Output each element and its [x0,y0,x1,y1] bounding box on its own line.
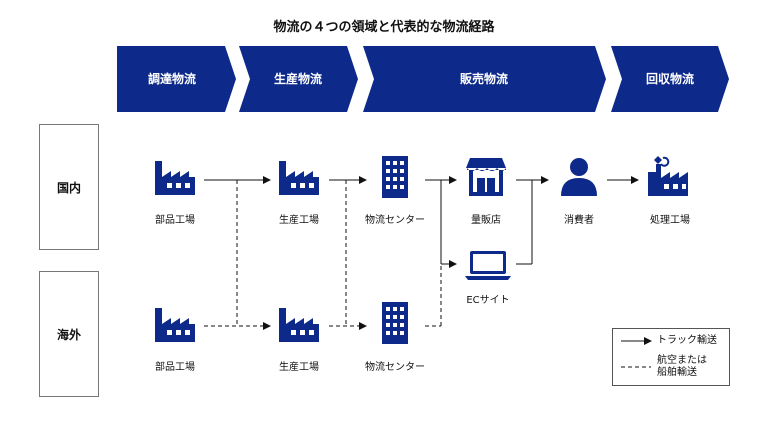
recycling-factory-icon [648,156,688,196]
node-label-production-factory-domestic: 生産工場 [279,215,319,226]
legend-air-ship-label-line2: 船舶輸送 [657,367,697,378]
node-label-logistics-center-overseas: 物流センター [365,362,425,373]
phase-recovery: 回収物流 [645,72,694,86]
legend-line-samples [621,337,652,368]
legend-air-ship-label-line1: 航空または [657,355,707,366]
node-label-parts-factory-overseas: 部品工場 [155,362,195,373]
legend-truck-label: トラック輸送 [657,335,717,346]
phase-production: 生産物流 [273,72,322,86]
node-label-production-factory-overseas: 生産工場 [279,362,319,373]
phase-chevron-recovery [611,46,729,112]
node-label-consumer: 消費者 [564,215,594,226]
phase-sales: 販売物流 [459,72,508,86]
office-building-icon [382,156,408,198]
phase-chevron-procurement [117,46,236,112]
factory-icon [155,308,195,342]
phase-procurement: 調達物流 [147,72,196,86]
legend: トラック輸送 航空または 船舶輸送 [612,328,730,386]
factory-icon [155,161,195,195]
node-label-disposal-factory: 処理工場 [650,215,690,226]
phase-chevron-production [239,46,358,112]
factory-icon [279,161,319,195]
diagram-title: 物流の４つの領域と代表的な物流経路 [273,20,495,35]
node-label-logistics-center-domestic: 物流センター [365,215,425,226]
row-domestic: 国内 [39,124,99,250]
factory-icon [279,308,319,342]
row-overseas: 海外 [39,271,99,397]
phase-chevron-sales [363,46,606,112]
laptop-icon [465,251,511,280]
office-building-icon [382,302,408,344]
node-label-parts-factory-domestic: 部品工場 [155,215,195,226]
person-icon [561,158,597,196]
node-label-mass-retailer: 量販店 [471,215,501,226]
store-icon [466,158,506,196]
node-label-ec-site: ECサイト [466,295,510,306]
